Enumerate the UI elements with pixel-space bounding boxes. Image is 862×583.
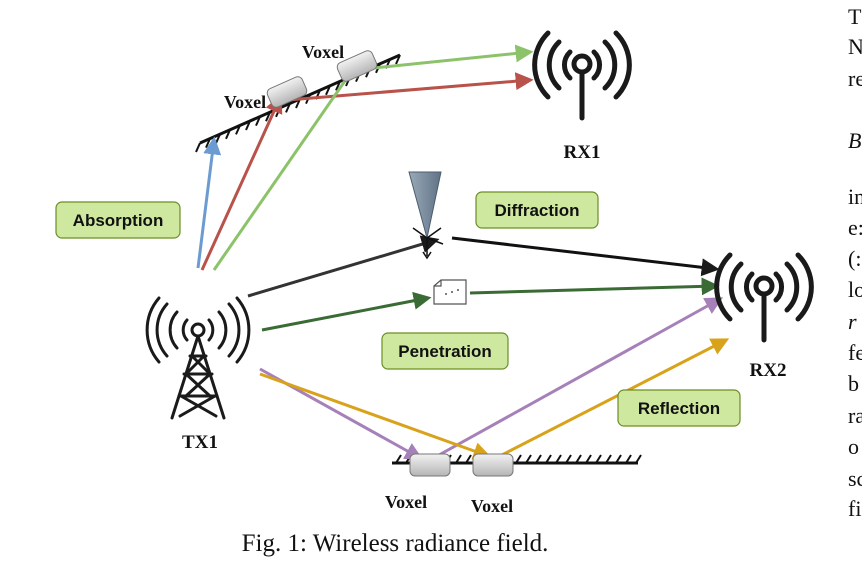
ray-red-in xyxy=(200,94,283,271)
voxel-bottom-left-label: Voxel xyxy=(385,492,427,512)
side-text-line: in xyxy=(848,184,862,209)
voxel-top-left xyxy=(266,76,308,108)
rx2-antenna-icon xyxy=(714,252,814,343)
voxel-top-left-label: Voxel xyxy=(224,92,266,112)
side-text-line: b xyxy=(848,371,859,396)
side-text-line: r xyxy=(848,309,857,334)
penetration-tag: Penetration xyxy=(381,332,509,370)
ray-penetration-out xyxy=(469,277,720,296)
voxel-bottom-right-label: Voxel xyxy=(471,496,513,516)
side-text-line: B xyxy=(848,128,862,153)
ray-red-out xyxy=(287,72,534,102)
absorption-tag-label: Absorption xyxy=(73,211,164,230)
diffraction-tag-label: Diffraction xyxy=(495,201,580,220)
side-text-line: o xyxy=(848,434,859,459)
rx1-antenna-icon xyxy=(532,30,632,121)
voxel-top-right xyxy=(336,50,378,82)
figure-caption: Fig. 1: Wireless radiance field. xyxy=(241,530,549,557)
side-text-line: N xyxy=(848,34,862,59)
ray-green-out xyxy=(373,44,534,70)
ray-absorption xyxy=(196,136,222,269)
side-text-line: ra xyxy=(848,403,862,428)
side-text-line: e: xyxy=(848,215,862,240)
tx1-label: TX1 xyxy=(182,432,218,453)
side-text-line: (: xyxy=(848,246,862,271)
side-text-line: lo xyxy=(848,277,862,302)
ray-purple-out xyxy=(429,297,724,462)
voxel-top-right-label: Voxel xyxy=(302,42,344,62)
penetration-tag-label: Penetration xyxy=(398,342,492,361)
voxel-bottom-left xyxy=(409,453,451,477)
diffraction-cone-icon xyxy=(408,171,444,260)
side-text-line: fi xyxy=(848,496,862,521)
absorption-tag: Absorption xyxy=(55,201,181,239)
reflection-tag: Reflection xyxy=(617,389,741,427)
diffraction-tag: Diffraction xyxy=(475,191,599,229)
side-text-line: fe xyxy=(848,340,862,365)
side-text-line: T xyxy=(848,4,862,29)
rx1-label: RX1 xyxy=(564,142,601,163)
ray-green-in xyxy=(212,59,361,271)
rays xyxy=(196,44,730,462)
reflection-tag-label: Reflection xyxy=(638,399,720,418)
ray-gold-in xyxy=(259,372,492,460)
side-text-line: sc xyxy=(848,466,862,491)
rx2-label: RX2 xyxy=(750,360,787,381)
ray-diffraction-in xyxy=(247,235,440,298)
ray-gold-out xyxy=(495,338,730,460)
voxel-bottom-right xyxy=(472,453,514,477)
side-text-line: re xyxy=(848,66,862,91)
penetration-obstacle-icon xyxy=(433,279,467,305)
tx1-tower-icon xyxy=(145,296,251,420)
ray-penetration-in xyxy=(261,291,432,332)
ray-diffraction-out xyxy=(451,236,720,277)
